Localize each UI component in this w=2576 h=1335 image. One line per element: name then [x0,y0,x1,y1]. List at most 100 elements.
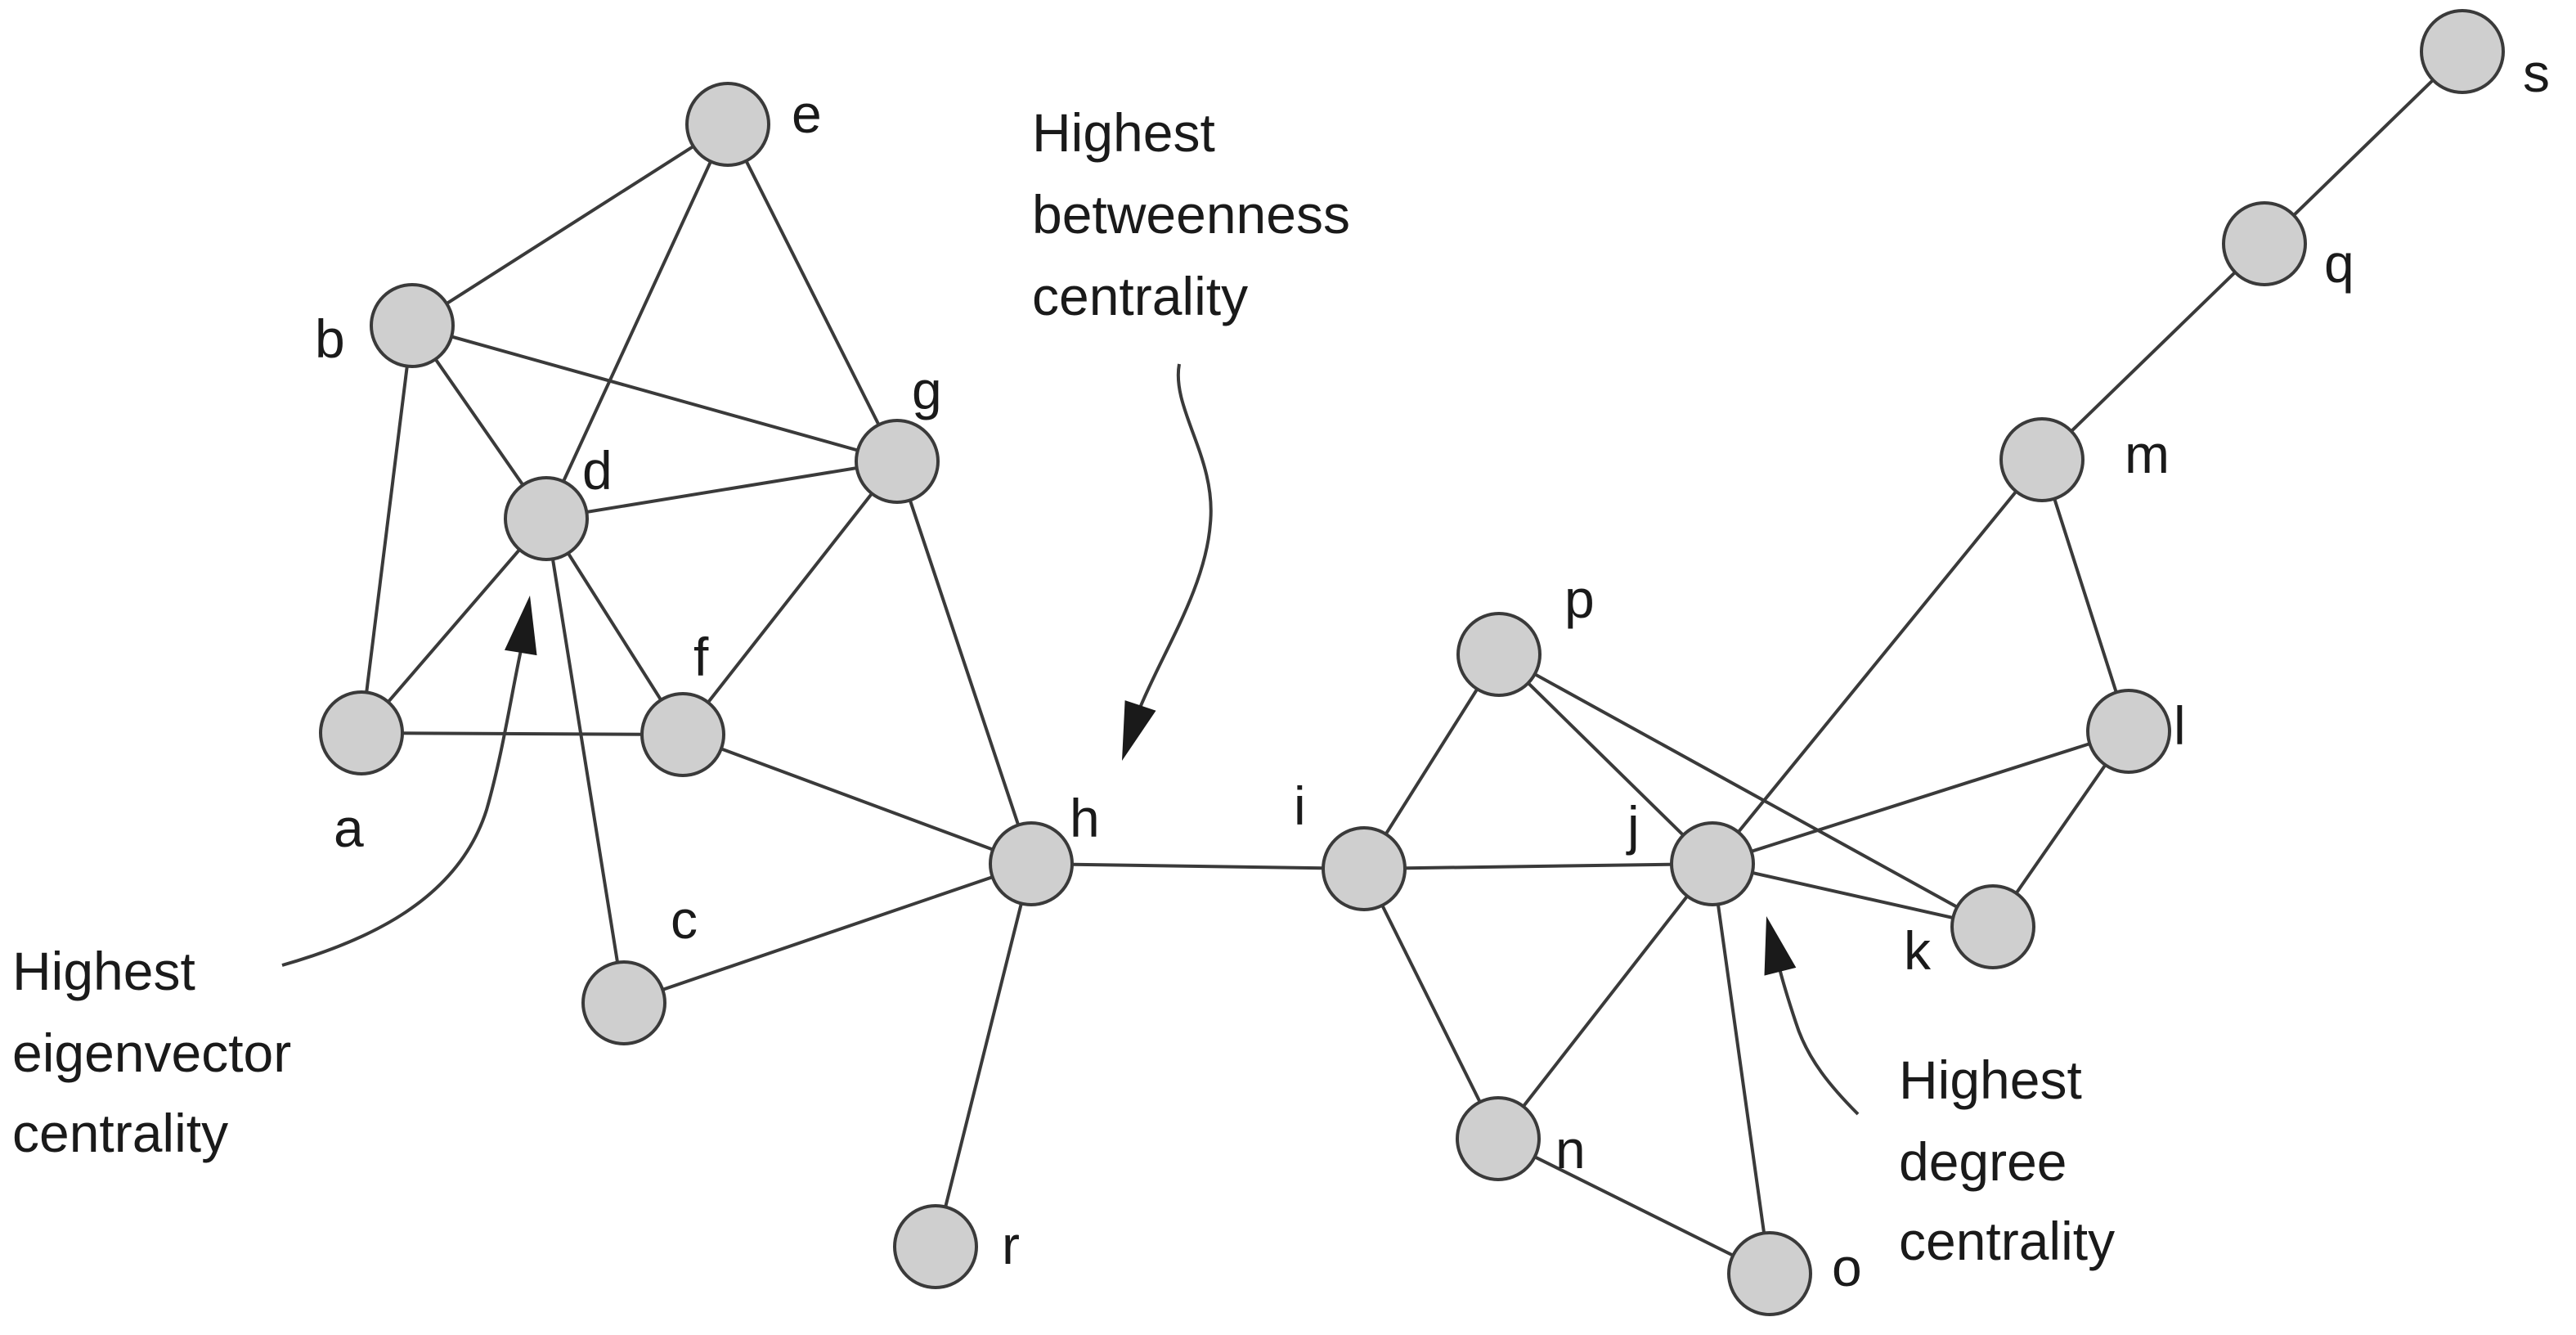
node-label-k: k [1904,920,1932,981]
node-circle-l [2086,689,2171,774]
node-s: s [2420,9,2550,103]
degree-line-1: Highest [1899,1050,2082,1110]
edge-q-s [2263,50,2464,245]
node-circle-g [855,419,940,504]
edge-d-g [545,460,898,520]
node-circle-d [504,476,589,561]
node-a: a [319,690,404,858]
node-circle-q [2222,201,2307,286]
edge-b-a [360,325,414,734]
annotation-pointers [281,363,1860,1116]
node-label-d: d [582,440,613,501]
degree-annotation: Highest degree centrality [1899,1050,2115,1271]
betweenness-line-3: centrality [1032,266,1248,326]
eigenvector-annotation: Highest eigenvector centrality [12,941,291,1163]
degree-pointer-arrowhead [1764,916,1797,976]
edge-j-n [1497,862,1714,1140]
node-label-b: b [315,308,345,369]
edge-i-n [1362,868,1500,1139]
node-n: n [1456,1096,1586,1181]
edge-j-l [1712,730,2129,865]
eigenvector-pointer-arrowhead [505,596,537,656]
node-label-n: n [1555,1119,1586,1180]
node-circle-s [2420,9,2505,94]
node-l: l [2086,689,2186,774]
node-label-i: i [1294,775,1306,836]
node-label-q: q [2324,233,2354,294]
edge-e-g [726,124,899,462]
node-label-f: f [693,627,709,687]
node-k: k [1904,884,2035,981]
node-i: i [1294,775,1407,911]
betweenness-pointer [1137,363,1213,712]
node-d: d [504,440,613,561]
edge-c-h [623,862,1032,1005]
edge-e-d [545,124,729,519]
node-label-r: r [1002,1215,1020,1275]
edge-g-h [895,461,1033,865]
edge-p-j [1497,653,1714,865]
node-circle-m [1999,417,2085,502]
edge-h-i [1030,862,1365,870]
node-e: e [685,82,822,167]
node-h: h [989,788,1100,906]
edge-b-g [411,324,898,463]
edge-g-f [681,460,899,736]
node-g: g [855,360,942,504]
node-label-s: s [2523,43,2550,103]
node-label-e: e [792,83,822,144]
node-circle-i [1322,826,1407,911]
nodes: a b c d e f g h i j k l m n o p q r s [315,9,2550,1316]
node-label-a: a [334,798,364,858]
edge-j-o [1711,863,1771,1274]
edge-l-m [2040,459,2130,732]
node-circle-f [640,692,725,777]
node-circle-k [1950,884,2035,969]
node-r: r [893,1204,1020,1289]
node-circle-n [1456,1096,1541,1181]
edge-j-m [1711,458,2044,865]
node-circle-h [989,821,1074,906]
degree-pointer [1777,964,1860,1116]
node-circle-c [581,960,666,1045]
node-circle-p [1456,612,1542,697]
node-circle-j [1670,821,1755,906]
edge-d-f [545,517,684,736]
node-o: o [1727,1231,1862,1316]
node-label-j: j [1626,795,1640,856]
node-label-l: l [2174,695,2186,756]
node-c: c [581,889,698,1045]
edge-i-j [1363,862,1713,870]
degree-line-2: degree [1899,1131,2067,1192]
node-label-c: c [671,889,698,950]
node-p: p [1456,569,1595,697]
betweenness-pointer-arrowhead [1122,700,1156,761]
betweenness-line-1: Highest [1032,102,1215,163]
node-label-o: o [1832,1237,1862,1297]
eigenvector-line-1: Highest [12,941,195,1001]
node-circle-o [1727,1231,1812,1316]
eigenvector-line-2: eigenvector [12,1023,291,1083]
node-label-h: h [1070,788,1100,848]
edge-n-o [1497,1137,1770,1275]
node-circle-e [685,82,770,167]
edge-d-a [360,517,548,735]
edges [360,50,2464,1275]
edge-m-q [2040,242,2266,461]
edge-a-f [361,731,684,736]
edge-d-c [545,518,626,1004]
node-circle-b [370,283,455,368]
node-q: q [2222,201,2354,294]
betweenness-annotation: Highest betweenness centrality [1032,102,1350,326]
node-label-m: m [2125,424,2170,484]
node-label-g: g [912,360,942,420]
edge-e-b [411,123,729,327]
node-b: b [315,283,455,369]
node-f: f [640,627,725,777]
node-circle-r [893,1204,978,1289]
node-label-p: p [1564,569,1595,629]
eigenvector-line-3: centrality [12,1103,228,1163]
betweenness-line-2: betweenness [1032,184,1350,245]
edge-h-r [934,863,1033,1247]
